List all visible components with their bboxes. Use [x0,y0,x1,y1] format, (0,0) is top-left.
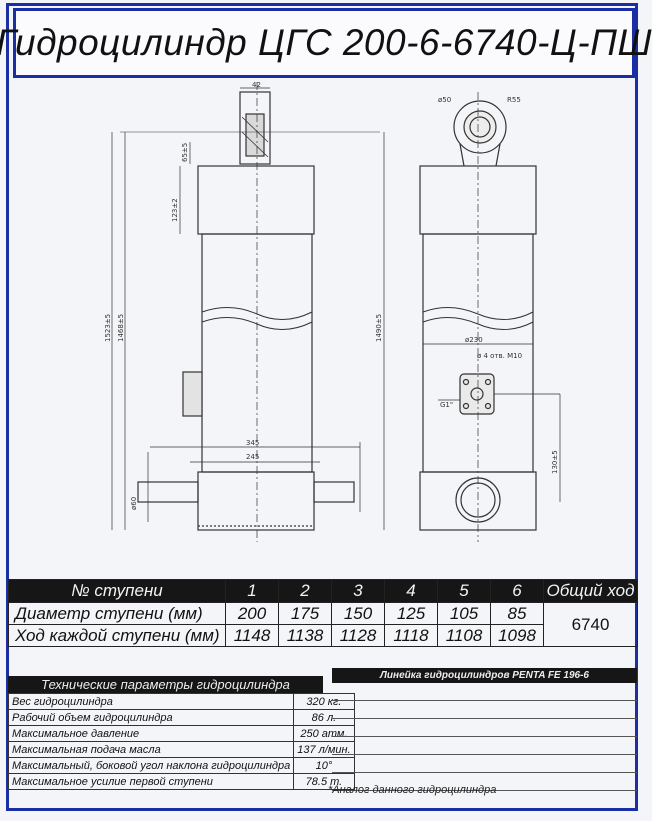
params-table: Вес гидроцилиндра 320 кг. Рабочий объем … [7,693,355,790]
trunnion-left [137,481,199,503]
diameter-cell: 150 [331,602,385,625]
dim-top-width: 42 [252,82,261,89]
diameter-row: Диаметр ступени (мм) 200 175 150 125 105… [8,602,638,647]
side-fitting [182,371,203,417]
lineup-blank-lines [332,683,637,791]
dim-holes: ø 4 отв. М10 [477,352,522,360]
dim-eye-height: 65±5 [181,143,189,162]
page-title: Гидроцилиндр ЦГС 200-6-6740-Ц-ПШ [0,22,652,63]
dim-total-right: 1490±5 [375,314,383,342]
technical-drawing: 42 65±5 123±2 1523±5 1468±5 1490±5 345 2… [104,82,561,542]
stages-table: № ступени 1 2 3 4 5 6 Общий ход Диаметр … [8,579,638,647]
params-title: Технические параметры гидроцилиндра [8,676,323,693]
dim-d60: ø60 [130,497,138,510]
param-row: Вес гидроцилиндра 320 кг. [7,693,355,710]
param-row: Рабочий объем гидроцилиндра 86 л. [7,709,355,726]
stage-header-label: № ступени [8,579,226,603]
stage-number: 3 [331,579,385,603]
param-row: Максимальный, боковой угол наклона гидро… [7,757,355,774]
title-box: Гидроцилиндр ЦГС 200-6-6740-Ц-ПШ [0,8,652,78]
trunnion-right [313,481,355,503]
stage-number: 6 [490,579,544,603]
param-value: 86 л. [293,709,355,726]
param-label: Рабочий объем гидроцилиндра [7,709,295,726]
top-eye-mount [239,91,271,165]
param-label: Вес гидроцилиндра [7,693,295,710]
dim-245: 245 [246,453,259,461]
dim-d50: ø50 [438,96,451,104]
param-row: Максимальное усилие первой ступени 78.5 … [7,773,355,790]
diameter-cell: 105 [437,602,491,625]
diameter-label: Диаметр ступени (мм) [8,602,226,625]
dim-total-2: 1468±5 [117,314,125,342]
stroke-cell: 1118 [384,624,438,647]
stroke-cell: 1098 [490,624,544,647]
head-block [197,165,315,235]
dim-130: 130±5 [551,450,559,474]
dim-r55: R55 [507,96,521,104]
stage-number: 5 [437,579,491,603]
diameter-cell: 125 [384,602,438,625]
param-label: Максимальная подача масла [7,741,295,758]
stage-number: 2 [278,579,332,603]
stroke-cell: 1128 [331,624,385,647]
right-view [419,92,561,542]
diameter-cell: 200 [225,602,279,625]
left-view [111,82,385,542]
stages-header-row: № ступени 1 2 3 4 5 6 Общий ход [8,579,638,603]
param-value: 78.5 т. [293,773,355,790]
base-block [197,471,315,531]
stroke-row: Ход каждой ступени (мм) 1148 1138 1128 1… [8,624,638,647]
total-stroke-value: 6740 [543,602,638,647]
dim-g1: G1" [440,401,453,409]
stroke-label: Ход каждой ступени (мм) [8,624,226,647]
param-label: Максимальный, боковой угол наклона гидро… [7,757,295,774]
stage-number: 4 [384,579,438,603]
param-label: Максимальное давление [7,725,295,742]
param-row: Максимальная подача масла 137 л/мин. [7,741,355,758]
dim-total-1: 1523±5 [104,314,112,342]
diameter-cell: 85 [490,602,544,625]
stage-number: 1 [225,579,279,603]
param-label: Максимальное усилие первой ступени [7,773,295,790]
analog-note: *Аналог данного гидроцилиндра [328,784,497,796]
dim-345: 345 [246,439,259,447]
total-stroke-header: Общий ход [543,579,638,603]
dim-head-height: 123±2 [171,198,179,222]
dim-d230: ø230 [465,336,483,344]
outer-frame [6,3,638,811]
eye-outer [453,100,507,154]
stroke-cell: 1108 [437,624,491,647]
eye-inner [463,110,497,144]
param-row: Максимальное давление 250 атм. [7,725,355,742]
stroke-cell: 1138 [278,624,332,647]
lineup-title: Линейка гидроцилиндров PENTA FE 196-6 [332,668,637,683]
diameter-cell: 175 [278,602,332,625]
stroke-cell: 1148 [225,624,279,647]
